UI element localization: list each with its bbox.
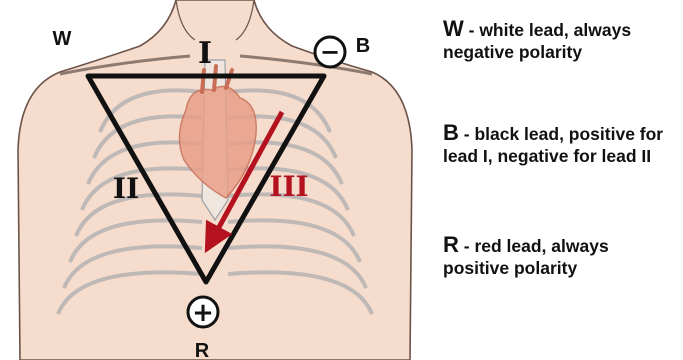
positive-polarity-marker: + [188, 297, 218, 328]
electrode-white-label: W [53, 28, 72, 50]
negative-polarity-symbol: − [320, 38, 340, 66]
legend-entry-red: R - red lead, always positive polarity [443, 234, 679, 279]
electrode-black-label: B [356, 35, 370, 57]
legend-desc-white: - white lead, always negative polarity [443, 20, 631, 62]
einthoven-triangle-diagram: I II III W B R − + [0, 0, 430, 360]
legend-key-white: W [443, 16, 464, 41]
lead-ii-label: II [113, 172, 139, 205]
legend-desc-black: - black lead, positive for lead I, negat… [443, 124, 663, 166]
legend-desc-red: - red lead, always positive polarity [443, 236, 609, 278]
positive-polarity-symbol: + [192, 298, 214, 328]
legend: W - white lead, always negative polarity… [443, 0, 683, 360]
legend-key-black: B [443, 120, 459, 145]
negative-polarity-marker: − [315, 37, 345, 67]
electrode-red-label: R [195, 340, 210, 360]
legend-entry-black: B - black lead, positive for lead I, neg… [443, 122, 679, 167]
lead-i-label: I [198, 36, 212, 71]
legend-entry-white: W - white lead, always negative polarity [443, 18, 679, 63]
lead-iii-label: III [269, 170, 308, 203]
legend-key-red: R [443, 232, 459, 257]
